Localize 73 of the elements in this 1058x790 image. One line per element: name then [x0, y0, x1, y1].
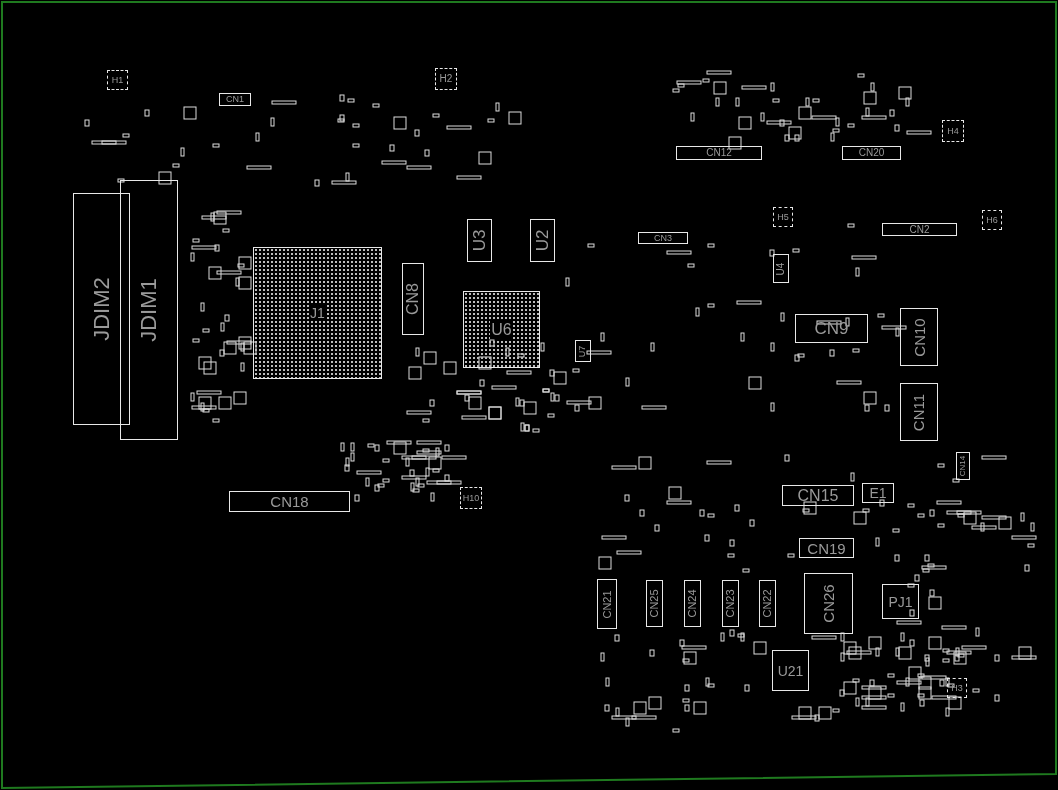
component-designator: H2	[439, 74, 453, 84]
component-designator: CN23	[725, 589, 736, 618]
component-designator: CN22	[762, 589, 773, 618]
mounting-hole-outline	[947, 678, 967, 698]
component-designator: E1	[869, 486, 887, 500]
component-designator: PJ1	[888, 594, 913, 609]
component-designator: H1	[111, 75, 124, 85]
component-outline	[676, 146, 762, 160]
component-designator: H10	[462, 493, 480, 503]
mounting-hole-outline	[435, 68, 457, 90]
component-designator: CN20	[858, 148, 885, 158]
component-outline	[882, 223, 957, 236]
component-designator: CN24	[687, 589, 698, 618]
component-outline	[530, 219, 555, 262]
component-designator: U21	[777, 663, 804, 678]
component-designator: CN9	[814, 320, 849, 337]
component-designator: JDIM2	[90, 277, 113, 341]
component-designator: H6	[986, 215, 998, 225]
component-outline	[597, 579, 617, 629]
component-outline	[882, 584, 919, 619]
component-designator: H4	[947, 126, 959, 136]
component-designator: H5	[777, 212, 789, 222]
component-outline	[402, 263, 424, 335]
component-outline	[772, 650, 809, 691]
component-outline	[646, 580, 663, 627]
component-outline	[842, 146, 901, 160]
component-outline	[467, 219, 492, 262]
component-outline	[684, 580, 701, 627]
component-designator: CN11	[911, 393, 927, 431]
mounting-hole-outline	[942, 120, 964, 142]
component-designator: CN3	[654, 233, 672, 243]
component-designator: CN10	[911, 317, 927, 357]
component-designator: JDIM1	[138, 278, 160, 342]
mounting-hole-outline	[982, 210, 1002, 230]
component-designator: CN14	[959, 455, 967, 477]
component-outline	[782, 485, 854, 506]
component-outline	[773, 254, 789, 283]
component-designator: CN19	[807, 540, 846, 556]
component-designator: CN2	[909, 224, 930, 235]
component-designator: U2	[534, 229, 551, 252]
component-designator: U7	[578, 345, 588, 357]
component-outline	[799, 538, 854, 558]
component-outline	[219, 93, 251, 106]
component-designator: H3	[951, 683, 963, 693]
component-designator: CN1	[226, 95, 244, 104]
component-outline	[862, 483, 894, 503]
component-outline	[73, 193, 130, 425]
mounting-hole-outline	[107, 70, 128, 90]
component-designator: U4	[776, 262, 786, 275]
chip-outline	[253, 247, 382, 379]
component-designator: CN12	[706, 148, 732, 158]
component-designator: U3	[471, 229, 488, 252]
component-designator: CN15	[797, 487, 839, 504]
component-outline	[900, 308, 938, 366]
component-outline	[759, 580, 776, 627]
chip-outline	[463, 291, 540, 368]
component-outline	[120, 180, 178, 440]
component-outline	[804, 573, 853, 634]
component-outline	[795, 314, 868, 343]
component-outline	[722, 580, 739, 627]
component-outline	[575, 340, 591, 362]
component-designator: CN18	[270, 494, 309, 509]
component-outline	[229, 491, 350, 512]
component-designator: CN25	[649, 589, 660, 618]
mounting-hole-outline	[773, 207, 793, 227]
component-designator: J1	[309, 305, 326, 321]
mounting-hole-outline	[460, 487, 482, 509]
component-outline	[900, 383, 938, 441]
component-designator: CN26	[821, 584, 836, 623]
component-outline	[638, 232, 688, 244]
component-designator: U6	[490, 320, 513, 339]
component-designator: CN21	[601, 589, 613, 619]
component-designator: CN8	[405, 283, 421, 315]
